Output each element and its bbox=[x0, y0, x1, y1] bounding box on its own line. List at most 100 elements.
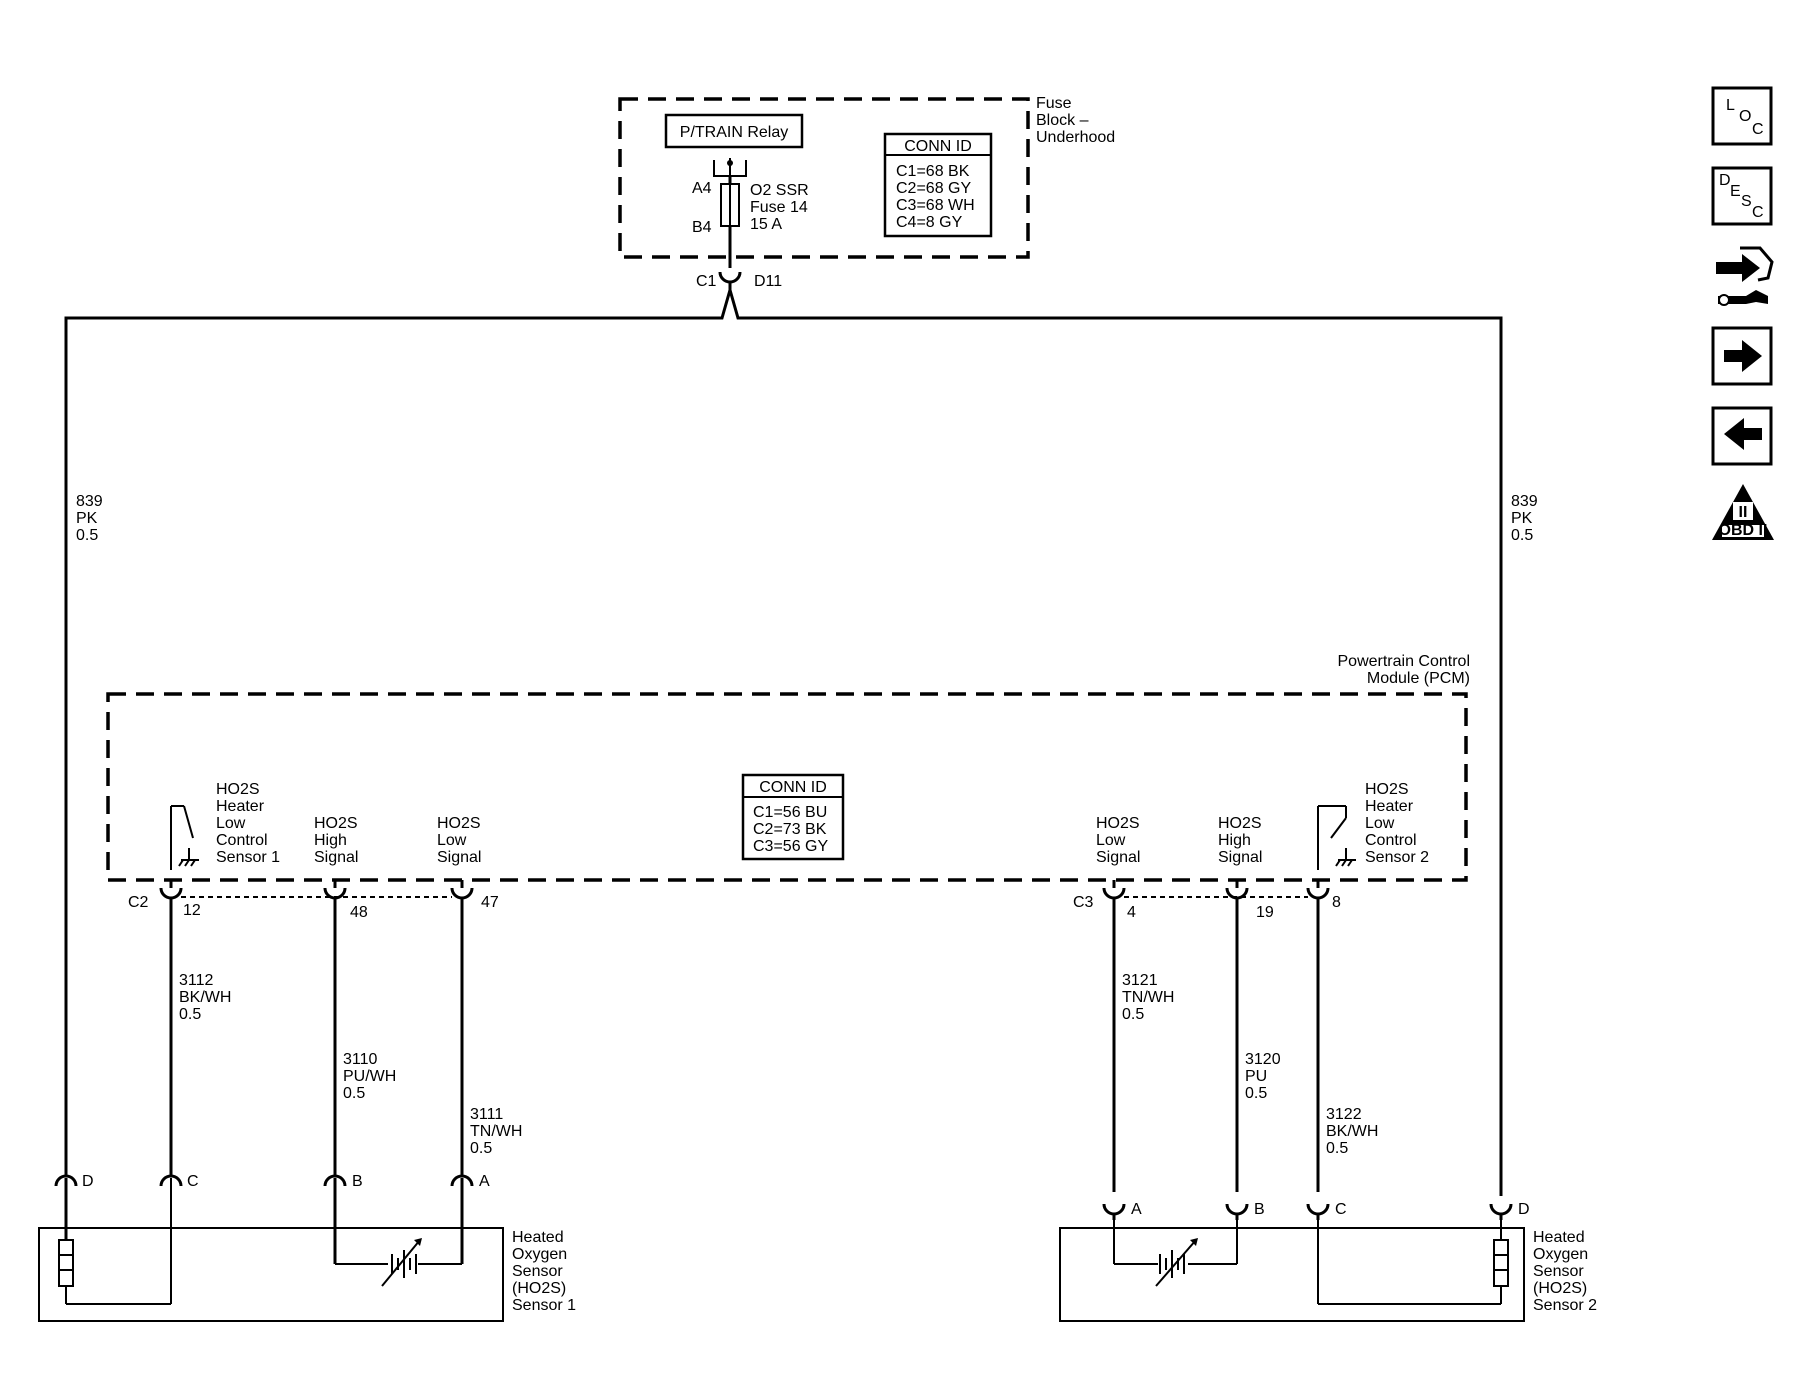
wire-3121-color: TN/WH bbox=[1122, 989, 1174, 1006]
fuse-block-label-3: Underhood bbox=[1036, 129, 1115, 146]
wire-3111-color: TN/WH bbox=[470, 1123, 522, 1140]
wire-839-left-gauge: 0.5 bbox=[76, 527, 98, 544]
desc-button[interactable]: D E S C bbox=[1711, 166, 1773, 226]
signal-wires bbox=[169, 898, 1320, 1192]
pcm-heater-s1-label-2: Heater bbox=[216, 798, 265, 815]
feed-wire-839 bbox=[64, 289, 1503, 1176]
loc-letter-o: O bbox=[1739, 108, 1751, 125]
wire-839-right-color: PK bbox=[1511, 510, 1533, 527]
pcm-module: Powertrain Control Module (PCM) CONN ID … bbox=[106, 653, 1471, 882]
fuse-pin-b4: B4 bbox=[692, 219, 712, 236]
sensor-2-variable-cell-icon bbox=[1155, 1238, 1198, 1287]
pcm-heater-s1-label-3: Low bbox=[216, 815, 246, 832]
sensor-2-pin-c: C bbox=[1335, 1201, 1347, 1218]
ptrain-relay: P/TRAIN Relay bbox=[664, 113, 804, 149]
pcm-heater-s2-label-5: Sensor 2 bbox=[1365, 849, 1429, 866]
sensor-1-label-3: Sensor bbox=[512, 1263, 563, 1280]
wire-3111-number: 3111 bbox=[470, 1106, 503, 1123]
sensor-2-label-2: Oxygen bbox=[1533, 1246, 1588, 1263]
pcm-low-signal-s1-label-3: Signal bbox=[437, 849, 481, 866]
wire-3122-color: BK/WH bbox=[1326, 1123, 1378, 1140]
wire-3112-number: 3112 bbox=[179, 972, 214, 989]
sensor-2-label-5: Sensor 2 bbox=[1533, 1297, 1597, 1314]
fuse-block-label-1: Fuse bbox=[1036, 95, 1072, 112]
wire-3120-color: PU bbox=[1245, 1068, 1267, 1085]
wire-839-right-number: 839 bbox=[1511, 493, 1538, 510]
fuse-conn-id-c3: C3=68 WH bbox=[896, 197, 975, 214]
sensor-2-label-3: Sensor bbox=[1533, 1263, 1584, 1280]
pcm-pin-47: 47 bbox=[481, 894, 499, 911]
pcm-conn-id-c2: C2=73 BK bbox=[753, 821, 827, 838]
sensor-1-pin-a: A bbox=[479, 1173, 490, 1190]
pcm-pin-8: 8 bbox=[1332, 894, 1341, 911]
sensor-2-pin-a: A bbox=[1131, 1201, 1142, 1218]
sensor-2-connector bbox=[1102, 1176, 1513, 1220]
pcm-heater-s2-label-1: HO2S bbox=[1365, 781, 1409, 798]
pcm-heater-s1-label-4: Control bbox=[216, 832, 268, 849]
sensor-1-label-2: Oxygen bbox=[512, 1246, 567, 1263]
wire-3120-gauge: 0.5 bbox=[1245, 1085, 1267, 1102]
obd-ii-label: OBD II bbox=[1719, 522, 1768, 539]
pcm-label-2: Module (PCM) bbox=[1367, 670, 1470, 687]
fuse-label-3: 15 A bbox=[750, 216, 782, 233]
sensor-2-label-4: (HO2S) bbox=[1533, 1280, 1587, 1297]
pcm-low-signal-s1-label-2: Low bbox=[437, 832, 467, 849]
pcm-label-1: Powertrain Control bbox=[1338, 653, 1471, 670]
pcm-heater-s2-label-3: Low bbox=[1365, 815, 1395, 832]
obd-ii-icon: II OBD II bbox=[1712, 484, 1774, 540]
sensor-1-heater-element-icon bbox=[58, 1239, 74, 1287]
wire-3121-number: 3121 bbox=[1122, 972, 1158, 989]
previous-page-button[interactable] bbox=[1711, 406, 1773, 466]
connector-wrench-icon bbox=[1716, 246, 1774, 306]
fuse-label-2: Fuse 14 bbox=[750, 199, 808, 216]
pcm-pin-19: 19 bbox=[1256, 904, 1274, 921]
sensor-1-pin-d: D bbox=[82, 1173, 94, 1190]
desc-icon: D E S C bbox=[1719, 172, 1764, 221]
sensor-1-pin-b: B bbox=[352, 1173, 363, 1190]
heated-oxygen-sensor-1 bbox=[38, 1178, 504, 1322]
loc-letter-l: L bbox=[1726, 97, 1735, 114]
wire-3112-gauge: 0.5 bbox=[179, 1006, 201, 1023]
connector-wrench-button[interactable] bbox=[1716, 246, 1774, 306]
loc-button[interactable]: L O C bbox=[1711, 86, 1773, 146]
pcm-pin-48: 48 bbox=[350, 904, 368, 921]
wire-3122-number: 3122 bbox=[1326, 1106, 1362, 1123]
heater-control-switch-sensor-2 bbox=[1317, 805, 1356, 870]
fuse-block: Fuse Block – Underhood P/TRAIN Relay A4 … bbox=[618, 95, 1115, 290]
fuse-conn-id-c4: C4=8 GY bbox=[896, 214, 963, 231]
fuse-output-connector bbox=[718, 271, 742, 290]
pcm-high-signal-s1-label-1: HO2S bbox=[314, 815, 358, 832]
pcm-heater-s2-label-4: Control bbox=[1365, 832, 1417, 849]
heater-control-switch-sensor-1 bbox=[170, 805, 199, 870]
next-page-button[interactable] bbox=[1711, 326, 1773, 386]
fuse-conn-id-c1: C1=68 BK bbox=[896, 163, 970, 180]
fuse-block-conn-id: CONN ID C1=68 BK C2=68 GY C3=68 WH C4=8 … bbox=[883, 132, 993, 238]
arrow-left-icon bbox=[1724, 418, 1762, 450]
sensor-1-connector bbox=[54, 1174, 474, 1187]
sensor-1-label-4: (HO2S) bbox=[512, 1280, 566, 1297]
loc-letter-c: C bbox=[1752, 121, 1764, 138]
fuse-output-connector-id: C1 bbox=[696, 273, 717, 290]
desc-letter-s: S bbox=[1741, 193, 1752, 210]
pcm-connector-c2-label: C2 bbox=[128, 894, 149, 911]
pcm-heater-s1-label-5: Sensor 1 bbox=[216, 849, 280, 866]
desc-letter-c: C bbox=[1752, 204, 1764, 221]
desc-letter-d: D bbox=[1719, 172, 1731, 189]
sensor-1-label-1: Heated bbox=[512, 1229, 564, 1246]
obd-ii-button[interactable]: II OBD II bbox=[1712, 484, 1774, 540]
wire-3110-gauge: 0.5 bbox=[343, 1085, 365, 1102]
pcm-low-signal-s2-label-3: Signal bbox=[1096, 849, 1140, 866]
sensor-1-pin-c: C bbox=[187, 1173, 199, 1190]
sensor-2-heater-element-icon bbox=[1493, 1239, 1509, 1287]
sensor-2-pin-b: B bbox=[1254, 1201, 1265, 1218]
wire-3110-color: PU/WH bbox=[343, 1068, 396, 1085]
wire-839-left-number: 839 bbox=[76, 493, 103, 510]
pcm-high-signal-s2-label-2: High bbox=[1218, 832, 1251, 849]
fuse-pin-a4: A4 bbox=[692, 180, 712, 197]
pcm-connector-c2 bbox=[159, 880, 474, 900]
wire-839-right-gauge: 0.5 bbox=[1511, 527, 1533, 544]
sensor-1-label-5: Sensor 1 bbox=[512, 1297, 576, 1314]
pcm-connector-c3-label: C3 bbox=[1073, 894, 1094, 911]
wire-3120-number: 3120 bbox=[1245, 1051, 1281, 1068]
pcm-pin-12: 12 bbox=[183, 902, 201, 919]
